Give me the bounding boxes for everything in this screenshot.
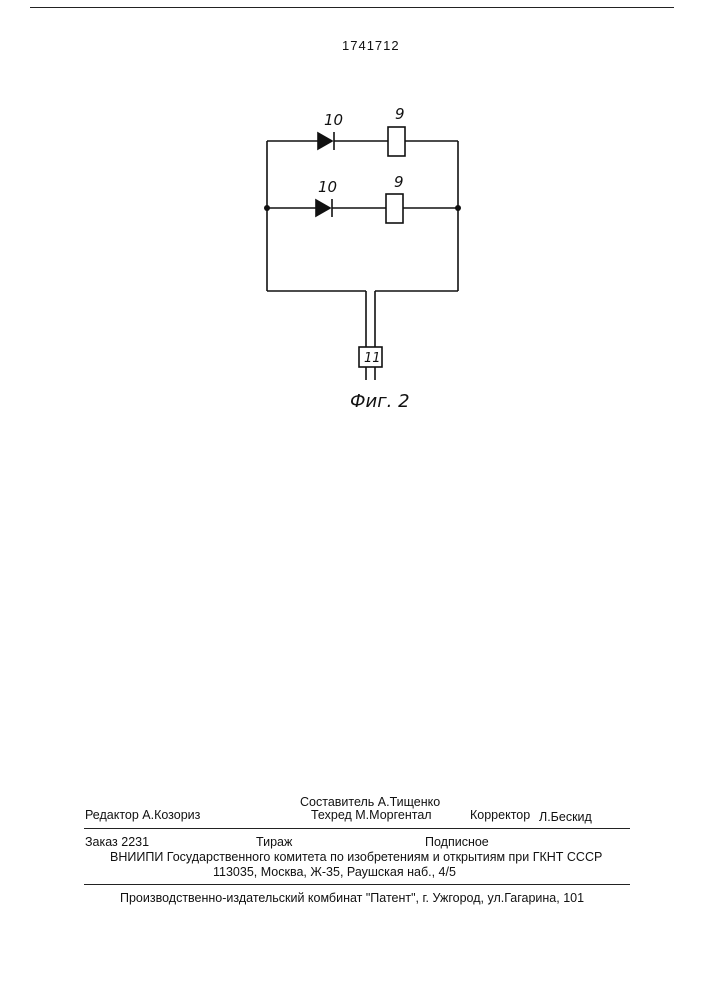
label-diode-bottom: 10	[318, 178, 337, 196]
junction-dot-right	[455, 205, 461, 211]
subscription-label: Подписное	[425, 835, 489, 849]
figure-caption: Фиг. 2	[350, 391, 410, 412]
footer-rule-top	[84, 828, 630, 829]
print-run-label: Тираж	[256, 835, 292, 849]
label-diode-top: 10	[324, 111, 343, 129]
institute-line: ВНИИПИ Государственного комитета по изоб…	[110, 850, 602, 864]
corrector-label: Корректор	[470, 808, 530, 822]
circuit-diagram: 10 9 10 9 11 Фиг. 2	[0, 0, 707, 430]
junction-dot-left	[264, 205, 270, 211]
diode-bottom-symbol	[316, 200, 330, 216]
composer-credit: Составитель А.Тищенко	[300, 795, 440, 809]
techred-credit: Техред М.Моргентал	[311, 808, 432, 822]
corrector-name: Л.Бескид	[539, 810, 592, 824]
editor-credit: Редактор А.Козориз	[85, 808, 200, 822]
footer-rule-bottom	[84, 884, 630, 885]
label-relay-bottom: 9	[394, 173, 404, 191]
label-relay-top: 9	[395, 105, 405, 123]
diode-top-symbol	[318, 133, 332, 149]
relay-top-box	[388, 127, 405, 156]
publisher-line: Производственно-издательский комбинат "П…	[120, 891, 584, 905]
label-block-11: 11	[364, 351, 381, 366]
address-line: 113035, Москва, Ж-35, Раушская наб., 4/5	[213, 865, 456, 879]
order-number: Заказ 2231	[85, 835, 149, 849]
relay-bottom-box	[386, 194, 403, 223]
